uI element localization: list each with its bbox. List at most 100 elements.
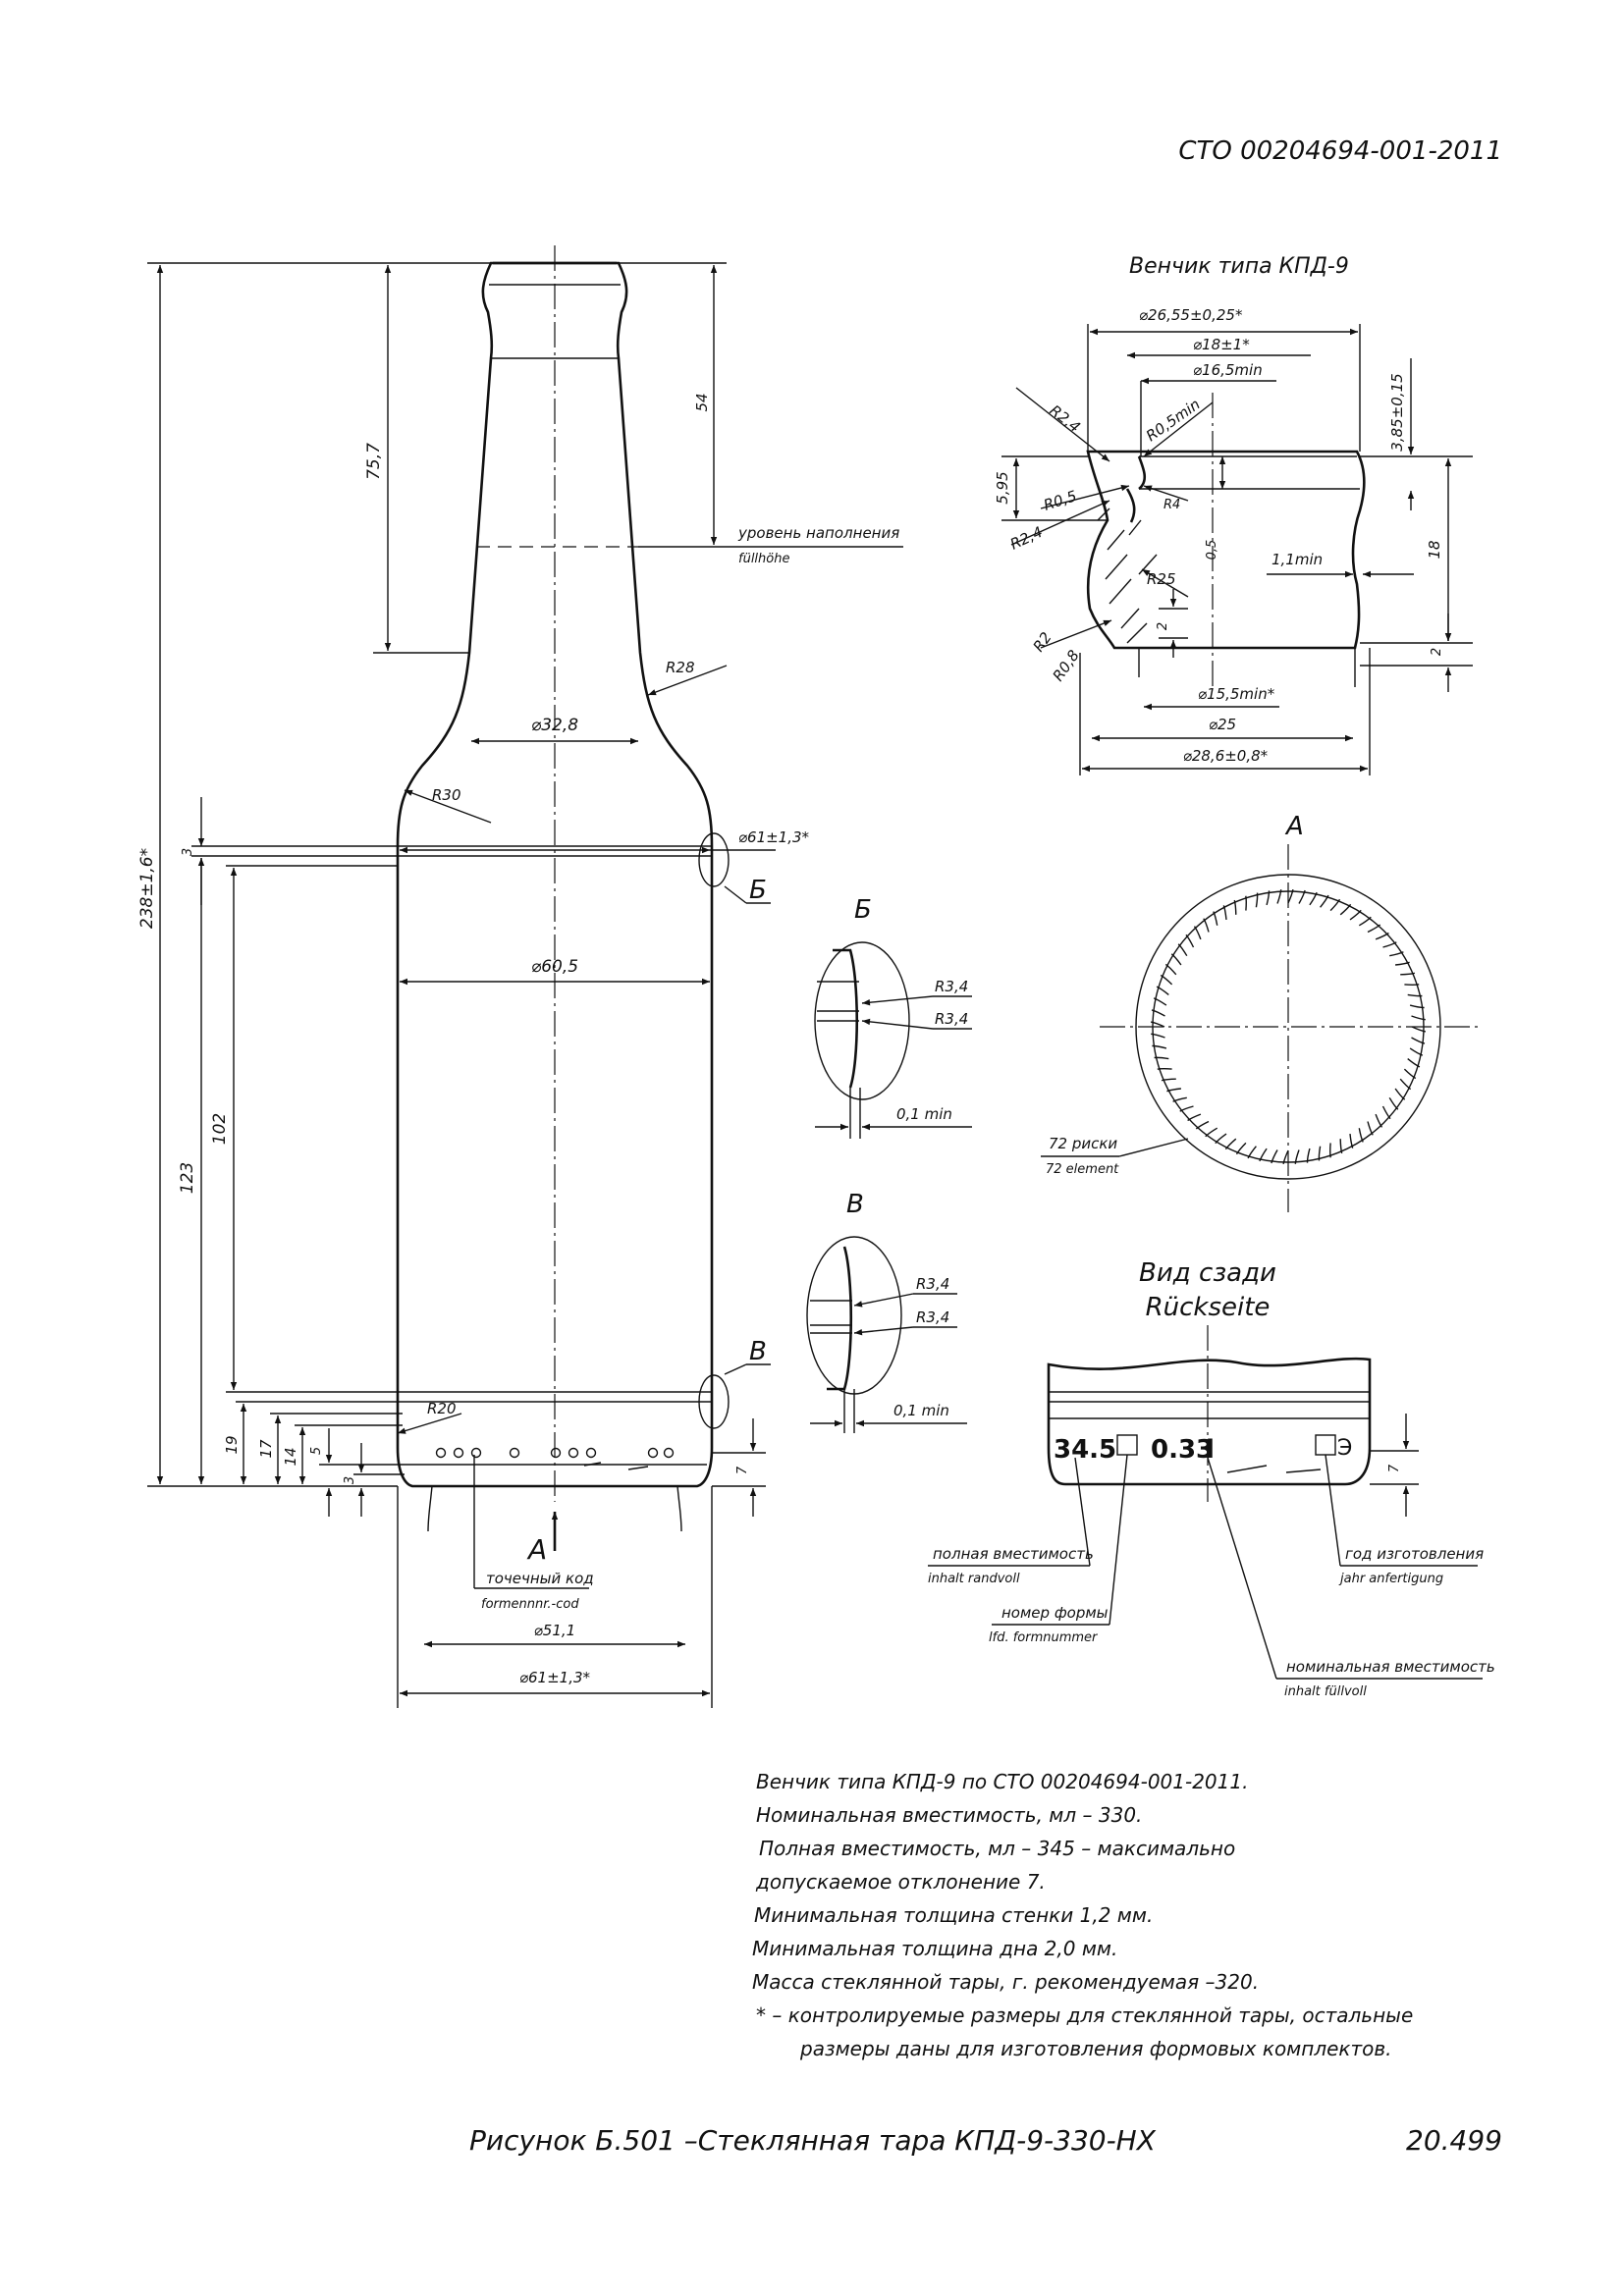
base-notch xyxy=(1166,1088,1181,1093)
view-a-arrow-label: A xyxy=(526,1533,547,1566)
detail-b-radius-2: R3,4 xyxy=(935,1010,968,1028)
dim-radius-28: R28 xyxy=(666,659,695,676)
base-notch xyxy=(1349,909,1362,921)
capacity-unit: l xyxy=(1206,1435,1215,1465)
base-notch xyxy=(1367,924,1381,934)
base-notch xyxy=(1151,1033,1165,1039)
bottle-diameter-dimensions: ⌀32,8 ⌀61±1,3* ⌀60,5 ⌀51,1 ⌀61±1,3* R28 … xyxy=(397,659,810,1708)
dim-3-bottom: 3 xyxy=(343,1476,357,1484)
note-2: Номинальная вместимость, мл – 330. xyxy=(756,1803,1142,1827)
notch-count-ru: 72 риски xyxy=(1049,1135,1117,1152)
base-notch xyxy=(1205,1127,1218,1138)
detail-v-radius-1: R3,4 xyxy=(916,1275,949,1293)
base-notch xyxy=(1389,951,1404,957)
base-notch xyxy=(1294,1149,1300,1164)
note-6: Минимальная толщина дна 2,0 мм. xyxy=(752,1937,1117,1960)
base-notch xyxy=(1235,1142,1247,1155)
rear-view-title-ru: Вид сзади xyxy=(1139,1258,1276,1288)
base-notch xyxy=(1193,926,1202,940)
base-notch xyxy=(1266,890,1271,906)
mould-number-box xyxy=(1116,1434,1138,1456)
rear-view-title-de: Rückseite xyxy=(1146,1293,1271,1322)
year-box xyxy=(1315,1434,1336,1456)
dim-finish-r25: R25 xyxy=(1147,570,1176,588)
finish-detail: Венчик типа КПД-9 ⌀26,55±0,25* ⌀18±1* ⌀1… xyxy=(994,254,1473,775)
base-notch xyxy=(1358,916,1372,927)
fill-level-ru: уровень наполнения xyxy=(737,524,899,542)
note-7: Масса стеклянной тары, г. рекомендуемая … xyxy=(752,1970,1259,1994)
capacity-full-value: 34.5 xyxy=(1054,1435,1116,1465)
dim-base-outer-diameter: ⌀61±1,3* xyxy=(519,1669,591,1686)
dim-fill-depth: 54 xyxy=(693,393,711,411)
fill-level-de: füllhöhe xyxy=(738,552,789,566)
notch-count-de: 72 element xyxy=(1046,1162,1119,1177)
base-notch xyxy=(1318,1146,1322,1161)
base-notch xyxy=(1153,997,1167,1006)
base-notch xyxy=(1411,1015,1426,1021)
base-notch xyxy=(1213,911,1218,926)
detail-b: Б R3,4 R3,4 0,1 min xyxy=(814,895,972,1139)
view-a-title: A xyxy=(1284,812,1304,841)
base-notch xyxy=(1409,1004,1425,1009)
base-notch xyxy=(1287,888,1294,904)
bottle-height-dimensions: 238±1,6* 75,7 54 уровень наполнения füll… xyxy=(137,262,903,1517)
detail-v: В R3,4 R3,4 0,1 min xyxy=(806,1190,967,1433)
finish-hatching xyxy=(1097,507,1158,644)
detail-b-thickness: 0,1 min xyxy=(896,1105,952,1123)
dim-finish-18-height: 18 xyxy=(1426,540,1443,559)
dim-radius-30: R30 xyxy=(432,786,461,804)
base-notch xyxy=(1339,903,1352,916)
capacity-nominal-value: 0.33 xyxy=(1151,1435,1214,1465)
base-notch xyxy=(1282,1149,1289,1165)
base-notch xyxy=(1388,1096,1399,1110)
note-8: * – контролируемые размеры для стеклянно… xyxy=(756,2003,1413,2027)
note-9: размеры даны для изготовления формовых к… xyxy=(799,2037,1392,2060)
base-notch xyxy=(1349,1134,1354,1148)
dim-finish-outer-diameter: ⌀26,55±0,25* xyxy=(1139,306,1243,324)
note-1: Венчик типа КПД-9 по СТО 00204694-001-20… xyxy=(756,1770,1248,1793)
dim-base-diameter: ⌀51,1 xyxy=(534,1622,575,1639)
dim-17: 17 xyxy=(257,1439,275,1459)
base-notch xyxy=(1381,1105,1391,1120)
detail-b-title: Б xyxy=(854,895,872,925)
base-notch xyxy=(1411,1026,1427,1033)
bottle-side-view: Б В A xyxy=(396,245,771,1566)
base-notch xyxy=(1309,891,1318,906)
base-notch xyxy=(1172,1096,1187,1102)
dim-neck-diameter: ⌀32,8 xyxy=(531,716,578,735)
dim-total-height: 238±1,6* xyxy=(137,848,157,929)
detail-v-title: В xyxy=(846,1190,864,1219)
detail-b-radius-1: R3,4 xyxy=(935,978,968,995)
base-notch xyxy=(1375,1113,1383,1128)
base-notch xyxy=(1329,898,1341,912)
year-de: jahr anfertigung xyxy=(1338,1572,1443,1586)
dot-code-marks xyxy=(435,1447,675,1470)
base-notch xyxy=(1255,892,1259,908)
base-notch xyxy=(1339,1139,1343,1154)
full-capacity-ru: полная вместимость xyxy=(933,1545,1094,1563)
dim-finish-r4: R4 xyxy=(1163,498,1180,512)
base-notch xyxy=(1320,894,1329,908)
dim-finish-18: ⌀18±1* xyxy=(1193,336,1250,353)
base-notch xyxy=(1298,889,1306,904)
dim-finish-2-inner: 2 xyxy=(1156,622,1170,630)
finish-title: Венчик типа КПД-9 xyxy=(1129,254,1349,279)
base-notch xyxy=(1224,1138,1237,1150)
base-notch xyxy=(1154,1056,1169,1060)
dim-body-123: 123 xyxy=(178,1162,197,1194)
dim-finish-15-5: ⌀15,5min* xyxy=(1198,685,1275,703)
base-notches xyxy=(1150,888,1427,1165)
base-notch xyxy=(1161,1078,1176,1082)
base-notch xyxy=(1179,1105,1194,1112)
dim-finish-r0-5: R0,5 xyxy=(1042,487,1079,514)
rear-view: Вид сзади Rückseite 34.5 0.33 l Э 7 полн… xyxy=(928,1258,1495,1699)
base-notch xyxy=(1394,1088,1406,1100)
dim-finish-28-6: ⌀28,6±0,8* xyxy=(1183,747,1269,765)
base-notch xyxy=(1233,899,1237,915)
base-notch xyxy=(1407,993,1423,997)
page-number: 20.499 xyxy=(1406,2124,1502,2157)
base-notch xyxy=(1160,974,1173,986)
dim-7-bottle: 7 xyxy=(735,1466,750,1474)
detail-v-thickness: 0,1 min xyxy=(893,1402,949,1419)
